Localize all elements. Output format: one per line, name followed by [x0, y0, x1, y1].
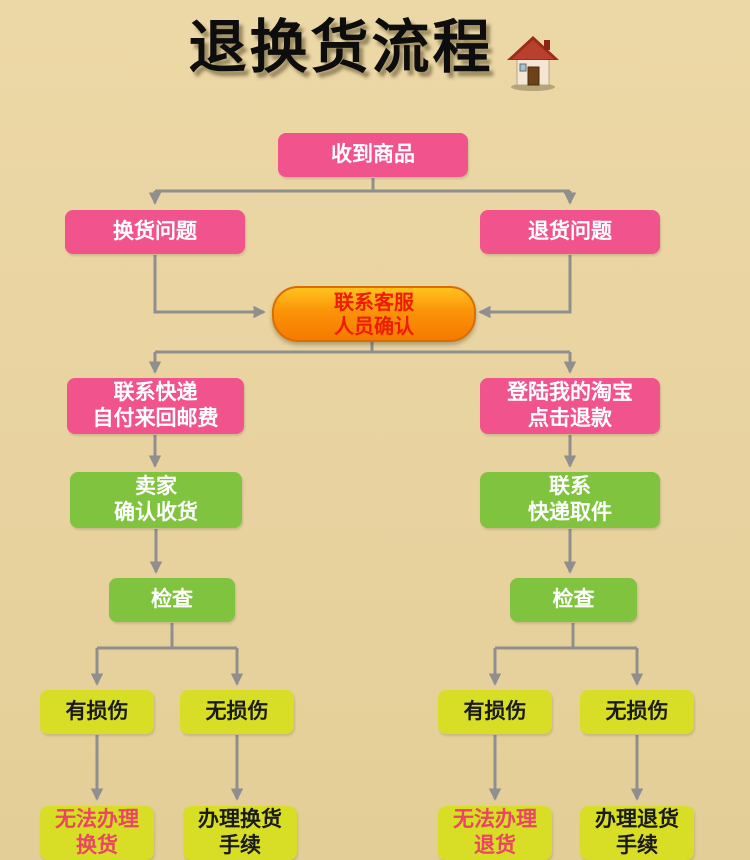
node-received-goods: 收到商品 [278, 133, 468, 177]
node-check-right: 检查 [510, 578, 637, 622]
node-contact-courier-pay-postage: 联系快递 自付来回邮费 [67, 378, 244, 434]
node-contact-customer-service: 联系客服 人员确认 [272, 286, 476, 342]
node-cannot-process-return: 无法办理 退货 [438, 806, 552, 860]
node-seller-confirm-receipt: 卖家 确认收货 [70, 472, 242, 528]
node-return-procedure: 办理退货 手续 [580, 806, 694, 860]
node-return-issue: 退货问题 [480, 210, 660, 254]
page-title: 退换货流程 [188, 13, 494, 81]
node-exchange-issue: 换货问题 [65, 210, 245, 254]
node-exchange-procedure: 办理换货 手续 [183, 806, 297, 860]
node-undamaged-left: 无损伤 [180, 690, 294, 734]
node-login-taobao-refund: 登陆我的淘宝 点击退款 [480, 378, 660, 434]
house-icon [506, 36, 559, 91]
node-undamaged-right: 无损伤 [580, 690, 694, 734]
node-damaged-left: 有损伤 [40, 690, 154, 734]
title-row: 退换货流程 [0, 14, 750, 92]
node-damaged-right: 有损伤 [438, 690, 552, 734]
node-cannot-process-exchange: 无法办理 换货 [40, 806, 154, 860]
node-courier-pickup: 联系 快递取件 [480, 472, 660, 528]
node-check-left: 检查 [109, 578, 235, 622]
